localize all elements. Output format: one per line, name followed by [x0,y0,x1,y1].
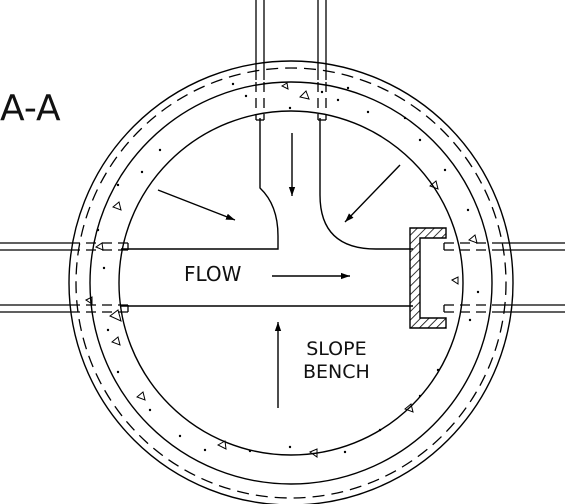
outer-ring-solid [68,60,514,504]
inner-ring [118,110,464,456]
flow-label: FLOW [184,262,242,286]
slope-bench-label: SLOPE BENCH [303,338,370,384]
outer-ring-dashed [75,67,507,499]
right-pipe [443,242,565,313]
slope-label-line-2: BENCH [303,361,370,383]
concrete-dots [96,82,480,454]
left-inflow-arrow-icon [157,189,236,221]
right-inflow-arrow-icon [344,164,401,223]
slope-label-line-1: SLOPE [306,338,367,360]
flow-channel [121,118,413,307]
middle-ring [89,81,493,485]
top-inlet-pipe [255,0,327,121]
left-pipe [0,242,129,313]
hatched-plug-icon [409,227,447,329]
concrete-fill [85,82,478,458]
section-title: A-A [0,88,61,129]
flow-arrows [157,133,401,408]
